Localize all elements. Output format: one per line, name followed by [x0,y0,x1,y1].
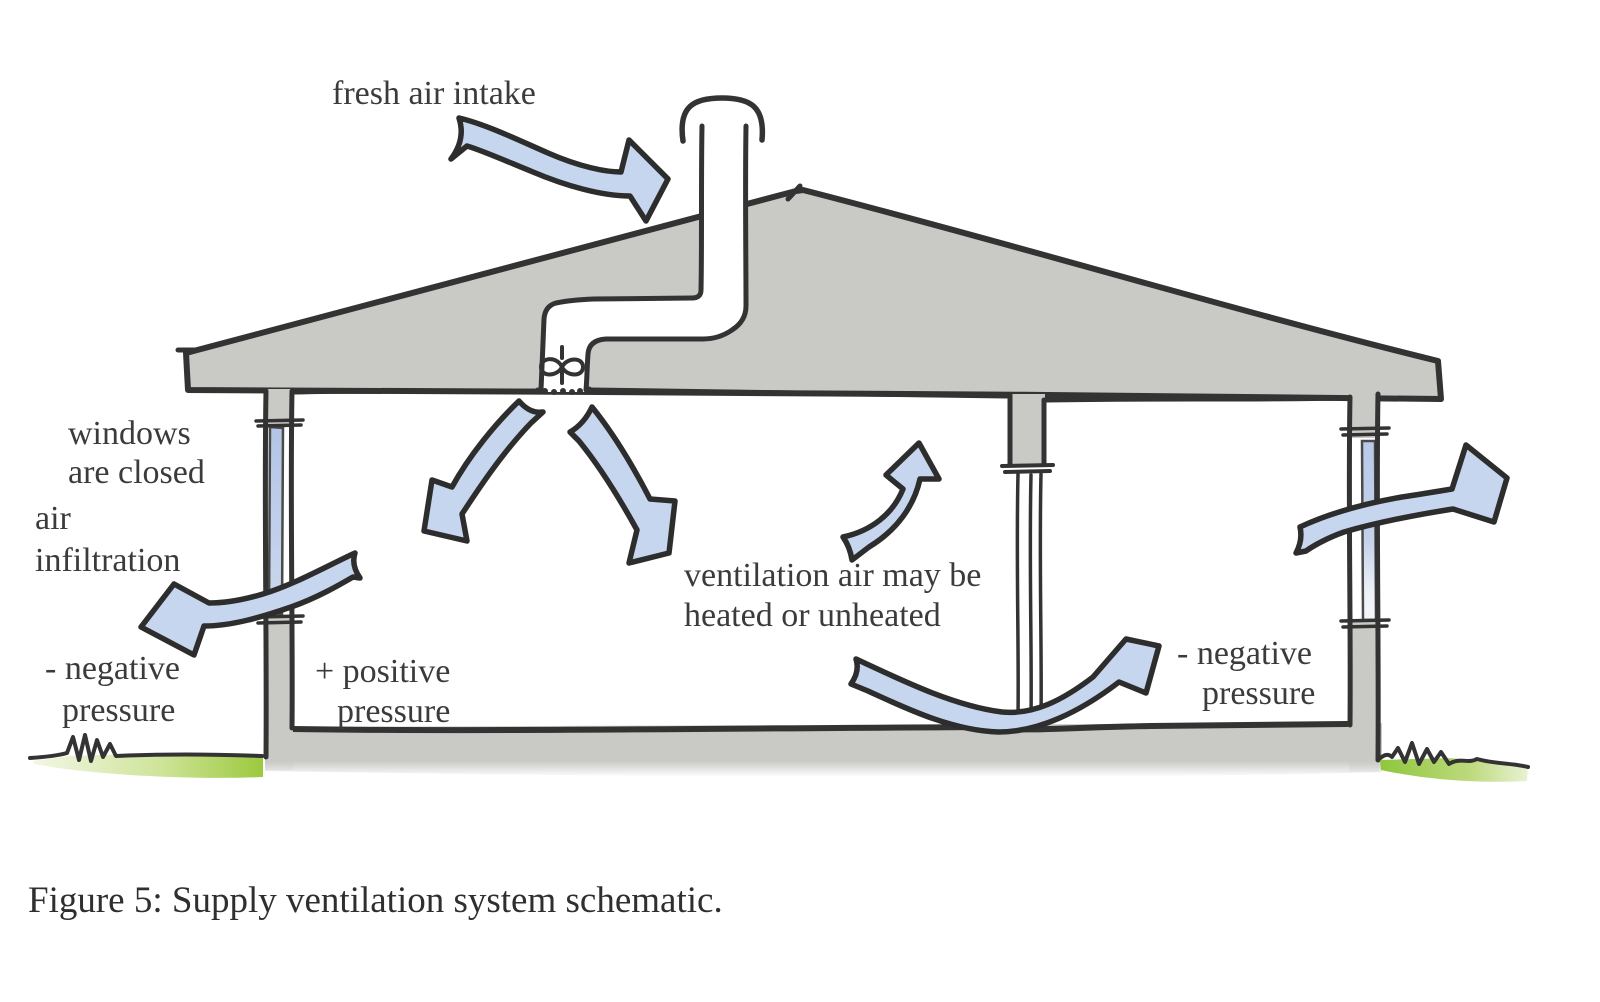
slab-fill [265,723,1382,777]
partition-fill [1009,394,1045,466]
label-windows-are-closed: windows are closed [68,414,205,492]
floor-slab [265,721,1382,777]
grass-left [28,733,264,778]
label-line: ventilation air may be [684,557,982,594]
label-line: pressure [337,693,451,730]
label-line: air [35,500,71,537]
roof [175,183,1444,402]
left-wall [254,388,305,770]
left-wall-inner-line [288,388,295,731]
door-undercut-arrow [848,636,1162,735]
grass-left-fill [33,754,263,778]
door-leaf-lines [1015,472,1043,720]
label-negative-pressure-right: - negative pressure [1177,634,1315,714]
door-header [1000,463,1055,474]
roof-peak-tick [785,183,803,202]
left-wall-outer-line [262,388,269,760]
ground-line-right [1377,741,1530,769]
figure-caption: Figure 5: Supply ventilation system sche… [28,880,723,921]
duct-left-edge [538,123,705,393]
airflow-arrows [138,115,1510,735]
ceiling [292,386,1349,403]
right-window-glass [1360,439,1378,622]
duct-right-edge [583,123,749,393]
left-window-glass [267,425,285,616]
label-ventilation-air: ventilation air may be heated or unheate… [684,556,981,636]
intake-cap [679,95,766,144]
right-window-sills [1339,426,1391,629]
label-line: - negative [1177,635,1312,672]
label-positive-pressure: + positive pressure [315,652,450,732]
right-wall [1339,391,1391,772]
exfiltration-arrow [1293,442,1510,556]
fresh-air-duct [538,95,766,393]
left-window-sills [254,418,305,625]
label-line: pressure [62,692,176,729]
right-wall-outer-line [1374,391,1381,763]
right-wall-inner-line [1346,394,1353,728]
label-line: are closed [68,454,205,491]
supply-fan [538,345,586,395]
floor-line [289,721,1350,734]
grass-right [1377,741,1530,782]
label-fresh-air-intake: fresh air intake [332,74,536,114]
fresh-air-intake-arrow [448,115,671,224]
duct-body [541,124,747,392]
label-line: + positive [315,653,451,690]
label-line: windows [68,415,191,452]
label-negative-pressure-left: - negative pressure [45,648,180,732]
supply-air-left-arrow [421,398,546,544]
infiltration-arrow [138,550,363,658]
ground-line-left [28,733,264,763]
diffuser-dots [542,388,583,395]
partition-wall-door [1000,392,1055,721]
label-line: pressure [1202,675,1316,712]
label-line: infiltration [35,542,181,579]
room-circulation-arrow [840,440,942,563]
label-line: heated or unheated [684,597,941,634]
supply-air-right-arrow [567,404,678,566]
label-line: - negative [45,650,180,687]
roof-outline [183,187,1444,402]
label-line: fresh air intake [332,75,536,112]
label-air-infiltration: air infiltration [35,498,180,582]
partition-edges [1007,392,1047,467]
fan-propeller-icon [538,357,586,377]
